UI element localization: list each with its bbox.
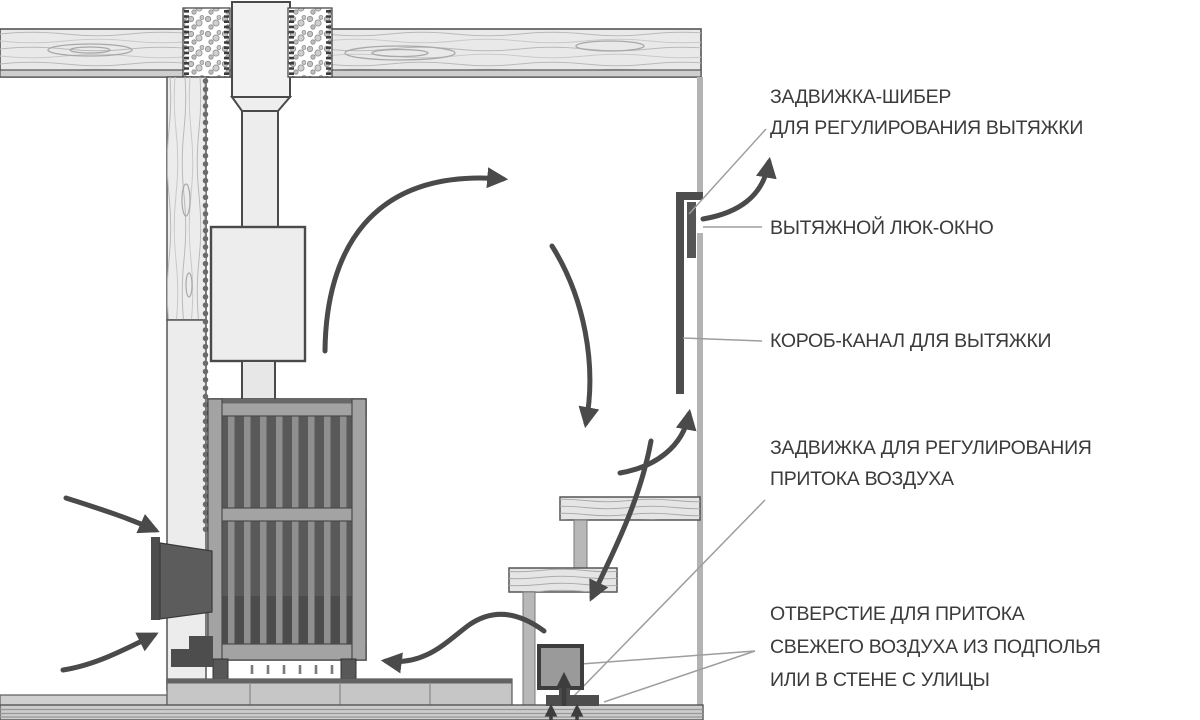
label-intake-opening-line3: ИЛИ В СТЕНЕ С УЛИЦЫ bbox=[770, 669, 990, 691]
left-wall-knot bbox=[181, 183, 191, 217]
intake-box bbox=[537, 644, 584, 690]
airflow-arrow-descend bbox=[549, 243, 600, 429]
stove-right-post bbox=[351, 398, 367, 661]
stove-leg-right bbox=[340, 658, 357, 681]
airflow-arrow-hatch-exit bbox=[700, 156, 777, 222]
left-wall-knot bbox=[185, 272, 193, 298]
leader-exhaust-damper bbox=[688, 128, 767, 215]
stove-leg-left bbox=[212, 658, 229, 681]
floor-structures bbox=[0, 678, 704, 720]
label-exhaust-duct: КОРОБ-КАНАЛ ДЛЯ ВЫТЯЖКИ bbox=[770, 330, 1052, 352]
airflow-arrow-intake-upper bbox=[63, 495, 160, 534]
chimney-insulation-left bbox=[182, 7, 231, 78]
exhaust-duct bbox=[676, 192, 703, 394]
stove-lower-shadow bbox=[222, 596, 352, 644]
ceiling-wood-grain bbox=[0, 29, 701, 77]
stove-base-ticks bbox=[250, 665, 334, 674]
intake-damper-bar bbox=[546, 695, 599, 706]
airflow-arrow-floor-to-stove bbox=[380, 611, 547, 674]
left-wall-lower bbox=[166, 319, 207, 691]
chimney-pipe-lower bbox=[241, 360, 276, 401]
leader-exhaust-duct bbox=[682, 337, 763, 342]
right-wall-lower bbox=[697, 233, 703, 710]
firebox bbox=[151, 537, 213, 667]
label-exhaust-damper-line2: ДЛЯ РЕГУЛИРОВАНИЯ ВЫТЯЖКИ bbox=[770, 117, 1083, 139]
firebox-flange bbox=[151, 537, 160, 620]
leader-intake-damper bbox=[572, 499, 766, 698]
airflow-arrow-rise-over-stove bbox=[322, 167, 509, 354]
label-intake-damper-line1: ЗАДВИЖКА ДЛЯ РЕГУЛИРОВАНИЯ bbox=[770, 437, 1092, 459]
stove-bottom-rail bbox=[207, 643, 367, 661]
right-wall bbox=[697, 77, 703, 710]
bench-upper-leg bbox=[573, 519, 588, 571]
stove-platform-joints bbox=[249, 684, 431, 705]
firebox-tunnel bbox=[159, 542, 213, 620]
floor bbox=[0, 704, 704, 720]
exhaust-shiber-slide bbox=[687, 202, 696, 258]
airflow-arrow-down-to-floor bbox=[589, 438, 654, 602]
label-intake-damper-line2: ПРИТОКА ВОЗДУХА bbox=[770, 468, 954, 490]
label-intake-opening-line1: ОТВЕРСТИЕ ДЛЯ ПРИТОКА bbox=[770, 603, 1025, 625]
chimney bbox=[209, 1, 307, 401]
air-inlet-assembly bbox=[537, 644, 599, 720]
label-intake-opening-line2: СВЕЖЕГО ВОЗДУХА ИЗ ПОДПОЛЬЯ bbox=[770, 636, 1101, 658]
chimney-insulation-right bbox=[287, 7, 333, 78]
exhaust-duct-channel bbox=[676, 192, 684, 394]
stove-slats bbox=[228, 404, 347, 644]
label-exhaust-damper: ЗАДВИЖКА-ШИБЕР ДЛЯ РЕГУЛИРОВАНИЯ ВЫТЯЖКИ bbox=[770, 86, 1083, 139]
leader-lines bbox=[572, 128, 767, 703]
floor-board-lines bbox=[0, 708, 703, 718]
right-wall-upper bbox=[697, 77, 703, 197]
label-exhaust-duct-line1: КОРОБ-КАНАЛ ДЛЯ ВЫТЯЖКИ bbox=[770, 330, 1051, 352]
labels: ЗАДВИЖКА-ШИБЕР ДЛЯ РЕГУЛИРОВАНИЯ ВЫТЯЖКИ… bbox=[770, 86, 1101, 691]
chimney-taper bbox=[230, 96, 293, 112]
airflow-arrow-into-duct bbox=[617, 408, 697, 476]
exhaust-duct-cap bbox=[676, 192, 703, 200]
tank-box bbox=[209, 225, 307, 363]
leader-intake-opening-b bbox=[603, 650, 756, 703]
ceiling-bottom-strip bbox=[0, 69, 702, 78]
airflow-arrows bbox=[60, 156, 777, 674]
ceiling-wood-knots bbox=[47, 40, 645, 61]
stove bbox=[207, 398, 367, 681]
stove-platform-top-edge bbox=[167, 679, 512, 684]
stove-top-edge bbox=[208, 399, 366, 404]
chimney-pipe-upper bbox=[231, 1, 291, 98]
label-exhaust-damper-line1: ЗАДВИЖКА-ШИБЕР bbox=[770, 86, 951, 108]
label-exhaust-hatch: ВЫТЯЖНОЙ ЛЮК-ОКНО bbox=[770, 215, 994, 239]
chimney-pipe-mid bbox=[241, 110, 279, 228]
ceiling-beam bbox=[0, 28, 702, 78]
label-exhaust-hatch-line1: ВЫТЯЖНОЙ ЛЮК-ОКНО bbox=[770, 215, 994, 239]
stove-mid-rail bbox=[207, 507, 367, 522]
ash-box-lower bbox=[171, 649, 213, 667]
airflow-arrow-intake-lower bbox=[60, 632, 159, 673]
label-intake-opening: ОТВЕРСТИЕ ДЛЯ ПРИТОКА СВЕЖЕГО ВОЗДУХА ИЗ… bbox=[770, 603, 1101, 691]
left-partition-wall bbox=[166, 76, 209, 691]
label-intake-damper: ЗАДВИЖКА ДЛЯ РЕГУЛИРОВАНИЯ ПРИТОКА ВОЗДУ… bbox=[770, 437, 1092, 490]
leader-intake-opening-a bbox=[580, 650, 756, 665]
stove-left-post bbox=[207, 398, 223, 661]
bench-lower-leg bbox=[522, 591, 536, 706]
